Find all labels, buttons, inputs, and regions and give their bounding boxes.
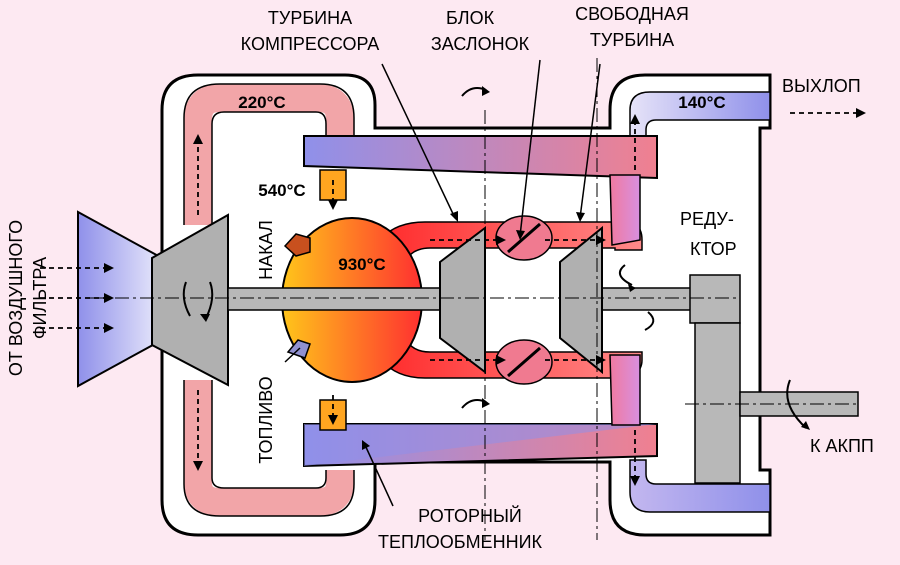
rotary-heat-exchanger-bottom [303, 423, 658, 468]
temp-combustion: 930°C [338, 255, 385, 274]
axis-lines [90, 58, 860, 540]
rotary-heat-exchanger-top [303, 135, 658, 180]
rotation-arrows [182, 87, 807, 429]
igniter-icon [283, 233, 311, 257]
rotation-arrowheads [200, 86, 810, 430]
label-gearbox-line1: РЕДУ- [680, 209, 734, 229]
label-gearbox: РЕДУ- КТОР [680, 209, 737, 259]
compressor [151, 213, 229, 387]
label-damper-block: БЛОК ЗАСЛОНОК [431, 8, 530, 54]
leader-lines [364, 59, 601, 507]
label-from-filter-line1: ОТ ВОЗДУШНОГО [6, 220, 26, 376]
label-free-turbine-line2: ТУРБИНА [590, 30, 674, 50]
label-rotary-exchanger-line2: ТЕПЛООБМЕННИК [378, 532, 543, 552]
label-free-turbine-line1: СВОБОДНАЯ [575, 4, 689, 24]
intake-duct-outline [183, 83, 355, 517]
flow-arrowheads [104, 108, 866, 486]
damper-valve-top [495, 215, 553, 261]
temp-exhaust-duct: 140°C [678, 93, 725, 112]
label-compressor-turbine: ТУРБИНА КОМПРЕССОРА [241, 8, 380, 54]
label-rotary-exchanger-line1: РОТОРНЫЙ [418, 505, 522, 526]
label-rotary-exchanger: РОТОРНЫЙ ТЕПЛООБМЕННИК [378, 505, 543, 552]
label-exhaust: ВЫХЛОП [782, 76, 861, 96]
label-damper-block-line2: ЗАСЛОНОК [431, 34, 530, 54]
label-from-filter: ОТ ВОЗДУШНОГО ФИЛЬТРА [6, 220, 50, 376]
air-intake-funnel [77, 210, 163, 388]
damper-valve-bottom [495, 339, 553, 385]
label-fuel: ТОПЛИВО [256, 376, 276, 463]
label-from-filter-line2: ФИЛЬТРА [30, 257, 50, 339]
label-glow: НАКАЛ [256, 220, 276, 280]
label-free-turbine: СВОБОДНАЯ ТУРБИНА [575, 4, 689, 50]
exhaust-duct [629, 91, 771, 513]
label-gearbox-line2: КТОР [690, 239, 737, 259]
label-compressor-turbine-line2: КОМПРЕССОРА [241, 34, 380, 54]
fuel-injector-icon [284, 339, 311, 363]
temp-intake-duct: 220°C [238, 93, 285, 112]
leader-arrowheads [362, 211, 585, 450]
temp-heated-air: 540°C [258, 181, 305, 200]
free-turbine [559, 225, 603, 375]
flow-arrows [40, 112, 860, 480]
label-damper-block-line1: БЛОК [446, 8, 495, 28]
intake-duct [184, 84, 354, 516]
label-compressor-turbine-line1: ТУРБИНА [268, 8, 352, 28]
label-to-transmission: К АКПП [810, 436, 874, 456]
